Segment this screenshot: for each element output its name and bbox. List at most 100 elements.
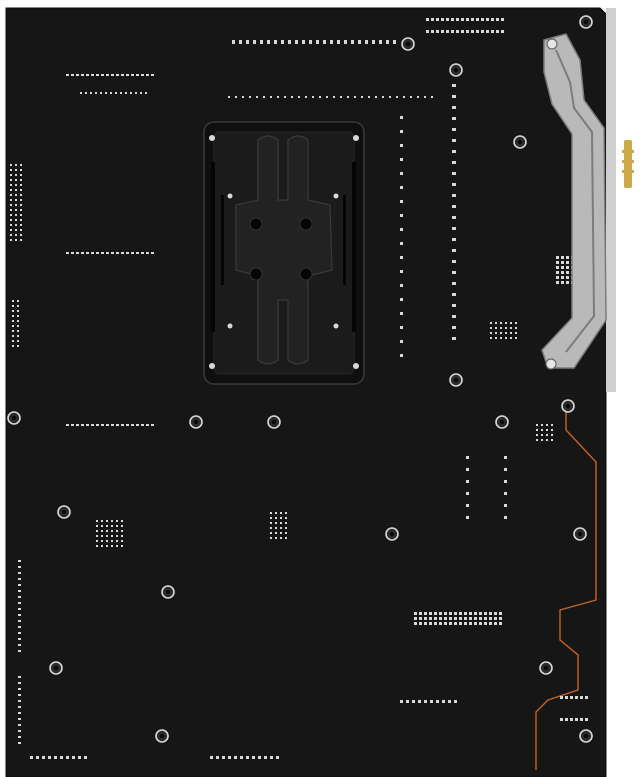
solder-pad xyxy=(495,322,497,324)
solder-pad xyxy=(275,532,277,534)
mounting-hole-center xyxy=(583,19,589,25)
solder-pad xyxy=(12,320,14,322)
solder-pad xyxy=(106,74,109,76)
solder-pad xyxy=(18,614,21,616)
solder-pad xyxy=(18,584,21,586)
solder-pad xyxy=(319,96,321,98)
solder-pad xyxy=(361,96,363,98)
solder-pad xyxy=(556,261,559,264)
solder-pad xyxy=(100,92,102,94)
solder-pad xyxy=(561,276,564,279)
solder-pad xyxy=(66,252,69,254)
solder-pad xyxy=(86,252,89,254)
solder-pad xyxy=(344,40,347,44)
solder-pad xyxy=(490,327,492,329)
mounting-hole-center xyxy=(453,377,459,383)
solder-pad xyxy=(479,617,482,620)
solder-pad xyxy=(312,96,314,98)
solder-pad xyxy=(12,335,14,337)
solder-pad xyxy=(505,332,507,334)
backplate-screw-3 xyxy=(209,363,215,369)
solder-pad xyxy=(101,74,104,76)
solder-pad xyxy=(495,327,497,329)
solder-pad xyxy=(351,40,354,44)
solder-pad xyxy=(489,612,492,615)
solder-pad xyxy=(10,174,12,176)
solder-pad xyxy=(12,305,14,307)
solder-pad xyxy=(276,756,279,759)
solder-pad xyxy=(81,252,84,254)
solder-pad xyxy=(452,139,456,142)
solder-pad xyxy=(246,756,249,759)
solder-pad xyxy=(452,326,456,329)
solder-pad xyxy=(10,199,12,201)
solder-pad xyxy=(566,256,569,259)
solder-pad xyxy=(340,96,342,98)
solder-pad xyxy=(284,96,286,98)
solder-pad xyxy=(264,756,267,759)
solder-pad xyxy=(121,530,123,532)
solder-pad xyxy=(116,520,118,522)
solder-pad xyxy=(18,718,21,720)
solder-pad xyxy=(505,322,507,324)
solder-pad xyxy=(270,517,272,519)
solder-pad xyxy=(17,300,19,302)
solder-pad xyxy=(18,638,21,640)
backplate-slot-left xyxy=(211,162,215,332)
solder-pad xyxy=(270,522,272,524)
solder-pad xyxy=(561,261,564,264)
solder-pad xyxy=(125,92,127,94)
solder-pad xyxy=(484,622,487,625)
solder-pad xyxy=(444,617,447,620)
mounting-hole-center xyxy=(583,733,589,739)
solder-pad xyxy=(101,424,104,426)
m2-heatsink-bracket-icon xyxy=(541,33,607,370)
solder-pad xyxy=(461,18,464,21)
solder-pad xyxy=(280,532,282,534)
solder-pad xyxy=(452,227,456,230)
solder-pad xyxy=(12,345,14,347)
solder-pad xyxy=(500,337,502,339)
solder-pad xyxy=(418,700,421,703)
solder-pad xyxy=(66,424,69,426)
mounting-hole-center xyxy=(165,589,171,595)
wifi-antenna-connector-icon xyxy=(622,140,634,188)
solder-pad xyxy=(15,164,17,166)
solder-pad xyxy=(232,40,235,44)
backplate-slot-right xyxy=(352,162,356,332)
solder-pad xyxy=(10,239,12,241)
solder-pad xyxy=(60,756,63,759)
solder-pad xyxy=(12,310,14,312)
io-shield-edge xyxy=(606,8,616,392)
solder-pad xyxy=(18,608,21,610)
solder-pad xyxy=(116,535,118,537)
solder-pad xyxy=(412,700,415,703)
solder-pad xyxy=(414,617,417,620)
solder-pad xyxy=(504,516,507,519)
solder-pad xyxy=(71,74,74,76)
mounting-hole-center xyxy=(405,41,411,47)
solder-pad xyxy=(30,756,33,759)
solder-pad xyxy=(130,92,132,94)
solder-pad xyxy=(426,18,429,21)
solder-pad xyxy=(115,92,117,94)
solder-pad xyxy=(551,424,553,426)
solder-pad xyxy=(239,40,242,44)
solder-pad xyxy=(20,189,22,191)
mounting-hole-center xyxy=(453,67,459,73)
solder-pad xyxy=(111,535,113,537)
solder-pad xyxy=(85,92,87,94)
solder-pad xyxy=(260,40,263,44)
solder-pad xyxy=(18,676,21,678)
solder-pad xyxy=(110,92,112,94)
mounting-hole-center xyxy=(159,733,165,739)
solder-pad xyxy=(151,424,154,426)
solder-pad xyxy=(140,92,142,94)
solder-pad xyxy=(439,622,442,625)
solder-pad xyxy=(96,535,98,537)
solder-pad xyxy=(12,315,14,317)
solder-pad xyxy=(54,756,57,759)
solder-pad xyxy=(285,527,287,529)
solder-pad xyxy=(18,650,21,652)
solder-pad xyxy=(20,194,22,196)
